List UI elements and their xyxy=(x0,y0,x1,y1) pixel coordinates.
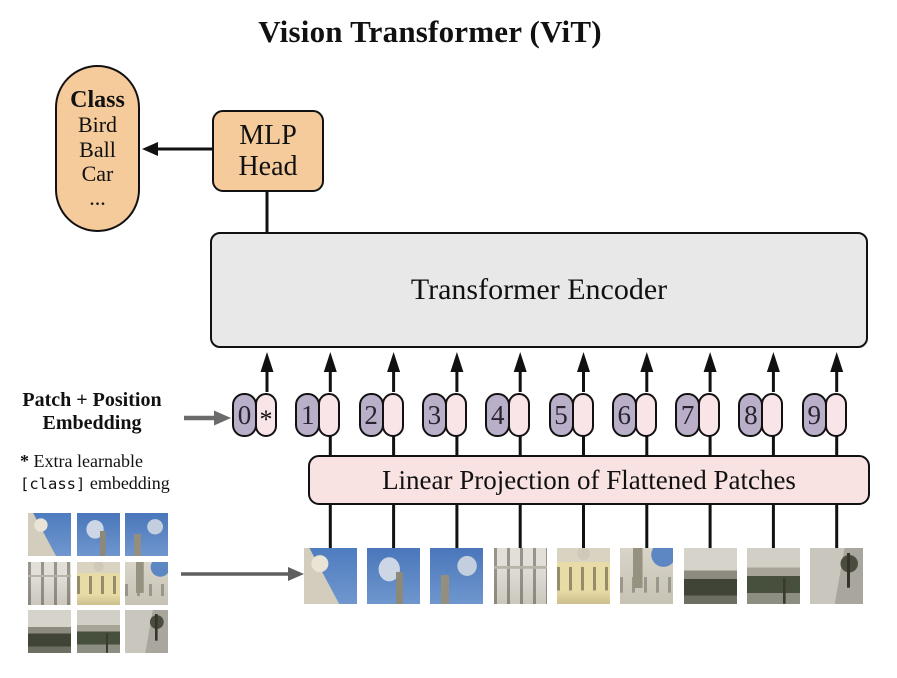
arrow-head xyxy=(640,352,654,372)
footnote-line: [class] embedding xyxy=(20,472,170,493)
token-position-0: 0 xyxy=(232,393,257,437)
grid-patch-r2c2 xyxy=(76,561,120,605)
mlp-head-line: Head xyxy=(238,151,298,182)
patch-embedding-slot xyxy=(444,393,467,437)
arrow-head xyxy=(577,352,590,372)
embedding-label-line: Patch + Position xyxy=(22,389,162,411)
footnote-marker: * xyxy=(20,451,29,471)
grid-patch-r2c1 xyxy=(28,561,71,605)
token-position-1: 1 xyxy=(295,393,321,437)
arrow-head xyxy=(766,352,780,372)
grid-patch-r3c2 xyxy=(76,610,120,653)
mlp-head-line: MLP xyxy=(239,119,297,151)
token-mark: * xyxy=(259,405,273,434)
transformer-encoder-box: Transformer Encoder xyxy=(210,232,868,348)
token-to-encoder-arrow-7 xyxy=(703,352,717,392)
class-embedding-footnote: * Extra learnable [class] embedding xyxy=(20,451,170,494)
token-to-encoder-arrow-4 xyxy=(513,352,527,392)
image-patch-5 xyxy=(557,548,610,604)
token-to-encoder-arrow-6 xyxy=(640,352,654,392)
token-position-9: 9 xyxy=(801,393,827,437)
token-position-3: 3 xyxy=(421,393,447,437)
token-pair-4: 4 xyxy=(485,393,532,437)
arrow-head xyxy=(260,352,274,372)
mlp-to-class-arrow xyxy=(142,142,212,156)
grid-patch-r2c3 xyxy=(125,561,168,605)
token-pair-3: 3 xyxy=(421,393,469,437)
token-connectors xyxy=(260,352,844,549)
image-to-patches-arrow xyxy=(181,567,304,581)
class-output-node: Class Bird Ball Car ... xyxy=(55,65,140,232)
token-position-4: 4 xyxy=(485,393,511,437)
class-token-slot: * xyxy=(255,393,277,437)
token-position-6: 6 xyxy=(611,393,637,437)
patch-embedding-slot xyxy=(381,393,404,437)
token-position-7: 7 xyxy=(675,393,701,437)
token-to-encoder-arrow-2 xyxy=(387,352,401,392)
token-to-encoder-arrow-9 xyxy=(830,352,844,392)
token-position-8: 8 xyxy=(738,393,764,437)
patch-embedding-slot xyxy=(761,393,784,437)
arrow-head xyxy=(387,352,401,372)
token-pair-2: 2 xyxy=(358,393,406,437)
diagram-title: Vision Transformer (ViT) xyxy=(258,14,602,49)
class-heading: Class xyxy=(70,86,125,113)
token-pair-8: 8 xyxy=(738,393,785,437)
image-patch-4 xyxy=(493,548,547,604)
token-to-encoder-arrow-1 xyxy=(323,352,337,392)
token-to-encoder-arrow-0 xyxy=(260,352,274,392)
class-item: Ball xyxy=(79,136,116,162)
token-to-encoder-arrow-8 xyxy=(766,352,780,392)
linear-projection-box: Linear Projection of Flattened Patches xyxy=(308,455,870,505)
image-patch-2 xyxy=(367,548,421,604)
patch-embedding-slot xyxy=(318,393,341,437)
token-pair-6: 6 xyxy=(611,393,659,437)
image-patch-3 xyxy=(430,548,484,604)
transformer-encoder-label: Transformer Encoder xyxy=(410,273,668,306)
linear-projection-label: Linear Projection of Flattened Patches xyxy=(382,464,796,495)
image-patch-9 xyxy=(810,548,864,604)
arrow-head xyxy=(830,352,844,372)
token-pair-5: 5 xyxy=(548,393,596,437)
arrow-head xyxy=(450,352,464,372)
image-patch-6 xyxy=(620,548,674,604)
token-pair-0: 0* xyxy=(232,393,279,437)
patch-embedding-slot xyxy=(508,393,531,437)
token-pair-1: 1 xyxy=(295,393,342,437)
patch-embedding-slot xyxy=(824,393,847,437)
arrow-head xyxy=(513,352,527,372)
grid-patch-r3c1 xyxy=(28,610,71,653)
class-item: Car xyxy=(81,160,114,186)
class-item: Bird xyxy=(77,112,118,138)
grid-patch-r1c3 xyxy=(125,513,168,556)
token-pair-9: 9 xyxy=(801,393,849,437)
footnote-code: [class] xyxy=(20,474,86,493)
token-to-encoder-arrow-3 xyxy=(450,352,464,392)
arrow-head xyxy=(323,352,337,372)
image-patch-1 xyxy=(303,548,357,604)
arrow-head xyxy=(703,352,717,372)
embedding-label-arrow xyxy=(184,410,231,426)
footnote-line: * Extra learnable xyxy=(20,451,143,471)
image-patch-7 xyxy=(683,548,737,604)
token-pair-7: 7 xyxy=(675,393,722,437)
patch-position-embedding-label: Patch + Position Embedding xyxy=(2,389,182,435)
embedding-label-line: Embedding xyxy=(42,411,142,434)
grid-patch-r1c1 xyxy=(28,513,71,556)
image-patch-8 xyxy=(746,548,800,604)
token-position-2: 2 xyxy=(358,393,384,437)
patch-embedding-slot xyxy=(571,393,594,437)
class-item: ... xyxy=(89,184,106,210)
patch-embedding-slot xyxy=(698,393,721,437)
token-to-encoder-arrow-5 xyxy=(577,352,590,392)
mlp-head-box: MLP Head xyxy=(212,110,324,192)
grid-patch-r3c3 xyxy=(125,610,168,653)
token-position-5: 5 xyxy=(548,393,574,437)
patch-embedding-slot xyxy=(634,393,657,437)
grid-patch-r1c2 xyxy=(76,513,120,556)
